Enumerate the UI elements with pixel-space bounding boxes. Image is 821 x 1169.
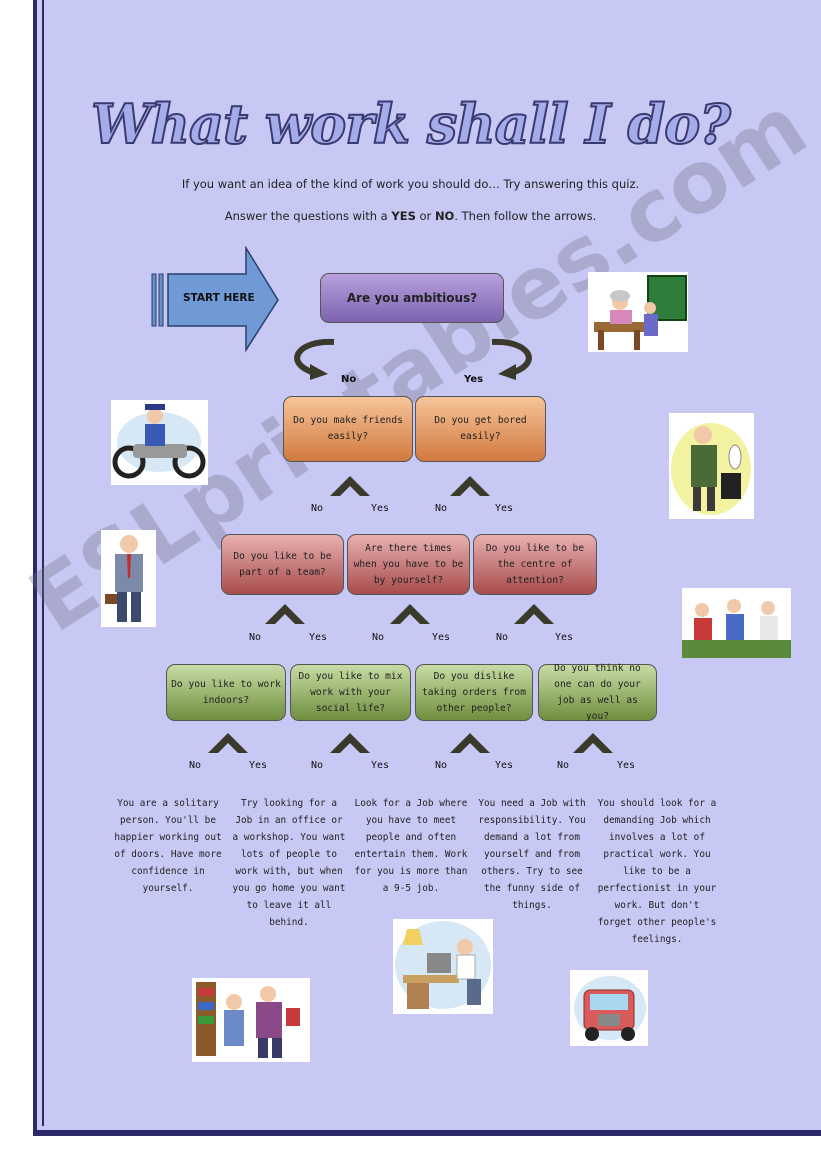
label-yes: Yes — [432, 632, 451, 643]
label-no: No — [496, 632, 509, 643]
question-social-life: Do you like to mix work with your social… — [290, 664, 411, 721]
librarians-icon — [196, 982, 300, 1058]
result-responsibility: You need a Job with responsibility. You … — [478, 798, 586, 911]
label-yes: Yes — [371, 760, 390, 771]
chevron-up-icon — [450, 733, 490, 753]
result-demanding: You should look for a demanding Job whic… — [597, 798, 717, 945]
chevron-up-icon — [573, 733, 613, 753]
workers-icon — [682, 599, 791, 658]
intro-text: If you want an idea of the kind of work … — [181, 177, 640, 191]
question-by-yourself: Are there times when you have to be by y… — [347, 534, 470, 595]
office-worker-icon — [395, 921, 491, 1009]
label-no: No — [435, 760, 448, 771]
result-office: Try looking for a Job in an office or a … — [232, 798, 346, 928]
label-no: No — [435, 503, 448, 514]
curved-arrow-no-icon — [294, 338, 335, 380]
magician-icon — [671, 423, 751, 515]
policeman-icon — [112, 404, 206, 479]
truck-icon — [574, 976, 646, 1041]
label-no: No — [557, 760, 570, 771]
teacher-icon — [594, 275, 687, 350]
question-centre-attention: Do you like to be the centre of attentio… — [473, 534, 597, 595]
label-yes: Yes — [371, 503, 390, 514]
label-yes: Yes — [495, 760, 514, 771]
chevron-up-icon — [390, 604, 430, 624]
label-no: No — [372, 632, 385, 643]
result-solitary: You are a solitary person. You'll be hap… — [114, 798, 222, 894]
label-yes: Yes — [555, 632, 574, 643]
label-yes: Yes — [249, 760, 268, 771]
chevron-up-icon — [208, 733, 248, 753]
label-no: No — [311, 760, 324, 771]
label-no: No — [341, 374, 357, 385]
label-yes: Yes — [495, 503, 514, 514]
question-team: Do you like to be part of a team? — [221, 534, 344, 595]
teacher-picture — [588, 272, 688, 352]
page-title: What work shall I do? — [90, 91, 732, 157]
truck-driver-picture — [570, 970, 648, 1046]
result-meet-people: Look for a Job where you have to meet pe… — [354, 798, 468, 894]
workers-picture — [682, 588, 791, 658]
question-indoors: Do you like to work indoors? — [166, 664, 286, 721]
businessman-picture — [101, 530, 156, 627]
question-bored: Do you get bored easily? — [415, 396, 546, 462]
office-worker-picture — [393, 919, 493, 1014]
question-ambitious: Are you ambitious? — [320, 273, 504, 323]
magician-picture — [669, 413, 754, 519]
chevron-up-icon — [514, 604, 554, 624]
curved-arrow-yes-icon — [491, 338, 532, 380]
police-motorbike-picture — [111, 400, 208, 485]
label-no: No — [249, 632, 262, 643]
label-no: No — [311, 503, 324, 514]
businessman-icon — [105, 535, 143, 622]
label-yes: Yes — [309, 632, 328, 643]
question-no-one: Do you think no one can do your job as w… — [538, 663, 657, 722]
chevron-up-icon — [330, 476, 370, 496]
start-arrow-icon — [151, 246, 279, 353]
start-label: START HERE — [183, 292, 255, 304]
question-friends: Do you make friends easily? — [283, 396, 413, 462]
chevron-up-icon — [330, 733, 370, 753]
label-no: No — [189, 760, 202, 771]
librarians-picture — [192, 978, 310, 1062]
page-frame-line — [42, 0, 44, 1126]
label-yes: Yes — [617, 760, 636, 771]
chevron-up-icon — [450, 476, 490, 496]
question-orders: Do you dislike taking orders from other … — [415, 664, 533, 721]
chevron-up-icon — [265, 604, 305, 624]
label-yes: Yes — [464, 374, 484, 385]
instruction-text: Answer the questions with a YES or NO. T… — [224, 209, 597, 223]
